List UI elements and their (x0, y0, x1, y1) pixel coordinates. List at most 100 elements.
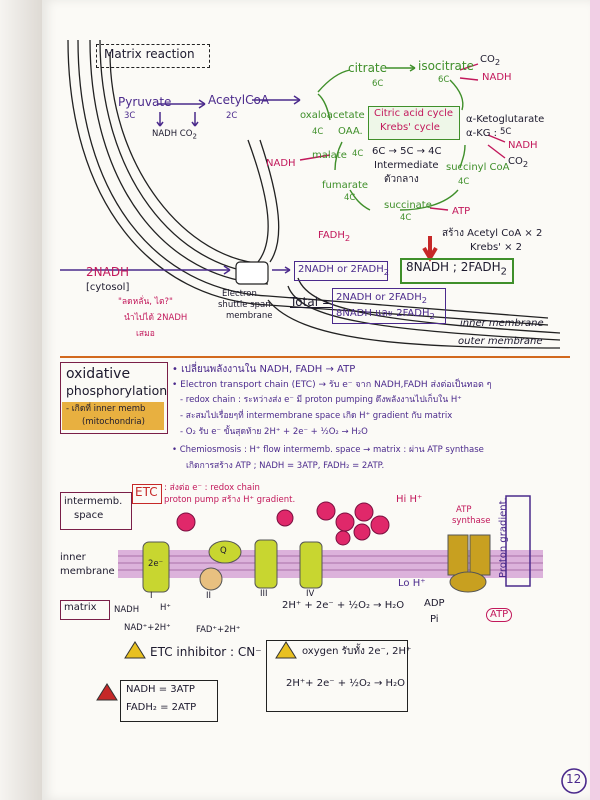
etc-label: ETC (135, 485, 158, 499)
krebs-result: 8NADH ; 2FADH (406, 260, 501, 274)
warning-icon (275, 641, 297, 659)
subscript-2: 2 (429, 311, 435, 321)
inner-membrane-label: inner membrane (460, 318, 544, 329)
complex-4 (299, 541, 323, 589)
notebook-page (42, 0, 590, 800)
page-number-circle (561, 768, 587, 794)
shuttle-result-box (294, 261, 388, 281)
cycle-name-2: Krebs' cycle (380, 122, 440, 133)
adp-label: ADP (424, 598, 445, 609)
akg-short-label: α-KG : (466, 128, 498, 139)
krebs-note-1: สร้าง Acetyl CoA × 2 (442, 228, 543, 239)
oxphos-bullet-2c: - O₂ รับ e⁻ ขั้นสุดท้าย 2H⁺ + 2e⁻ + ½O₂ … (180, 427, 368, 437)
complex-1-label: I (150, 591, 153, 601)
nadh-etc-label: NADH (114, 605, 140, 615)
etc-label-box (132, 484, 162, 504)
warning-icon (96, 683, 118, 701)
matrix-label: matrix (64, 602, 97, 613)
subscript-2: 2 (421, 295, 428, 305)
proton-gradient-label: Proton gradient. (498, 497, 509, 578)
fumarate-carbon: 4C (344, 193, 356, 203)
citrate-label: citrate (348, 61, 388, 75)
co2-top-label: CO (480, 54, 495, 65)
matrix-reaction-box (96, 44, 210, 68)
krebs-cycle-arrows (317, 64, 466, 211)
oxygen-note: oxygen รับทั้ง 2e⁻, 2H⁺ (302, 646, 412, 657)
complex-3 (254, 539, 278, 589)
water-equation: 2H⁺ + 2e⁻ + ½O₂ → H₂O (282, 600, 405, 611)
etc-complexes (142, 534, 491, 593)
total-box (332, 288, 446, 324)
krebs-cycle-box (368, 106, 460, 140)
oxphos-location-2: (mitochondria) (82, 417, 145, 427)
nadh-cytosol-1: 2NADH (86, 265, 130, 279)
nadh-co2-label: NADH CO (152, 129, 193, 139)
malate-carbon: 4C (352, 149, 364, 159)
side-product-arrows (299, 63, 506, 211)
oxphos-bullet-2: • Electron transport chain (ETC) → รับ e… (172, 380, 492, 390)
oxphos-bullet-2a: - redox chain : ระหว่างส่ง e⁻ มี proton … (180, 395, 462, 405)
krebs-note-2: Krebs' × 2 (470, 242, 523, 253)
hi-h-label: Hi H⁺ (396, 494, 423, 505)
outer-membrane-label: outer membrane (458, 336, 543, 347)
pyruvate-label: Pyruvate (118, 95, 172, 109)
shuttle-box (235, 261, 269, 285)
lo-h-label: Lo H⁺ (398, 578, 426, 589)
oaa-carbon: 4C (312, 127, 324, 137)
co2-subscript: 2 (192, 131, 197, 141)
inner-label-1: inner (60, 552, 86, 563)
acetylcoa-label: AcetylCoA (208, 93, 270, 107)
total-line-2: 8NADH และ 2FADH (336, 308, 430, 319)
oxaloacetate-label: oxaloacetate (300, 110, 365, 121)
succinylcoa-carbon: 4C (458, 177, 470, 187)
co2-subscript: 2 (522, 159, 529, 169)
complex-2 (199, 567, 223, 591)
complex-1 (142, 541, 170, 593)
nadh-akg-label: NADH (508, 140, 538, 151)
intermediate-label: Intermediate (374, 160, 439, 171)
co2-akg-label: CO (508, 156, 523, 167)
notebook-spine (0, 0, 42, 800)
thai-note-2: นำไปได้ 2NADH (124, 313, 188, 323)
proton-balls (176, 501, 390, 546)
akg-carbon: 5C (500, 127, 512, 137)
warning-icon (124, 641, 146, 659)
intermemb-label-1: intermemb. (64, 496, 123, 507)
complex-3-label: III (260, 589, 268, 599)
intermemb-label-2: space (74, 510, 104, 521)
matrix-box (60, 600, 110, 620)
pi-label: Pi (430, 614, 439, 625)
succinate-label: succinate (384, 200, 432, 211)
q-label: Q (220, 546, 227, 556)
oxphos-bullet-3: • Chemiosmosis : H⁺ flow intermemb. spac… (172, 445, 484, 455)
nadh-malate-label: NADH (266, 158, 296, 169)
total-line-1: 2NADH or 2FADH (336, 292, 422, 303)
oxphos-location-highlight (62, 402, 164, 430)
subscript-2: 2 (383, 267, 390, 277)
citrate-carbon: 6C (372, 79, 384, 89)
thai-note-3: เสมอ (136, 329, 155, 339)
krebs-result-box (400, 258, 514, 284)
shuttle-label-1: Electron (222, 289, 257, 299)
fumarate-label: fumarate (322, 180, 369, 191)
reaction-arrows (60, 95, 301, 275)
isocitrate-carbon: 6C (438, 75, 450, 85)
atp-synthase-label-1: ATP (456, 505, 472, 515)
warning-icons (96, 641, 297, 701)
nadh-top-label: NADH (482, 72, 512, 83)
atp-product-label: ATP (486, 608, 513, 622)
oaa-label: OAA. (338, 126, 363, 137)
oxphos-title-2: phosphorylation (66, 383, 168, 398)
oxphos-location-1: - เกิดที่ inner memb (66, 404, 146, 414)
atp-yield-box (120, 680, 218, 722)
pyruvate-carbon: 3C (124, 111, 136, 121)
fadh-atp-note: FADH₂ = 2ATP (126, 702, 197, 713)
etc-inhibitor-note: ETC inhibitor : CN⁻ (150, 645, 262, 659)
shuttle-label-2: shuttle span (218, 300, 271, 310)
atp-cycle-label: ATP (452, 206, 471, 217)
h-plus-label: H⁺ (160, 603, 171, 613)
page-number: 12 (566, 772, 582, 786)
subscript-2: 2 (344, 233, 351, 243)
co2-subscript: 2 (494, 57, 501, 67)
